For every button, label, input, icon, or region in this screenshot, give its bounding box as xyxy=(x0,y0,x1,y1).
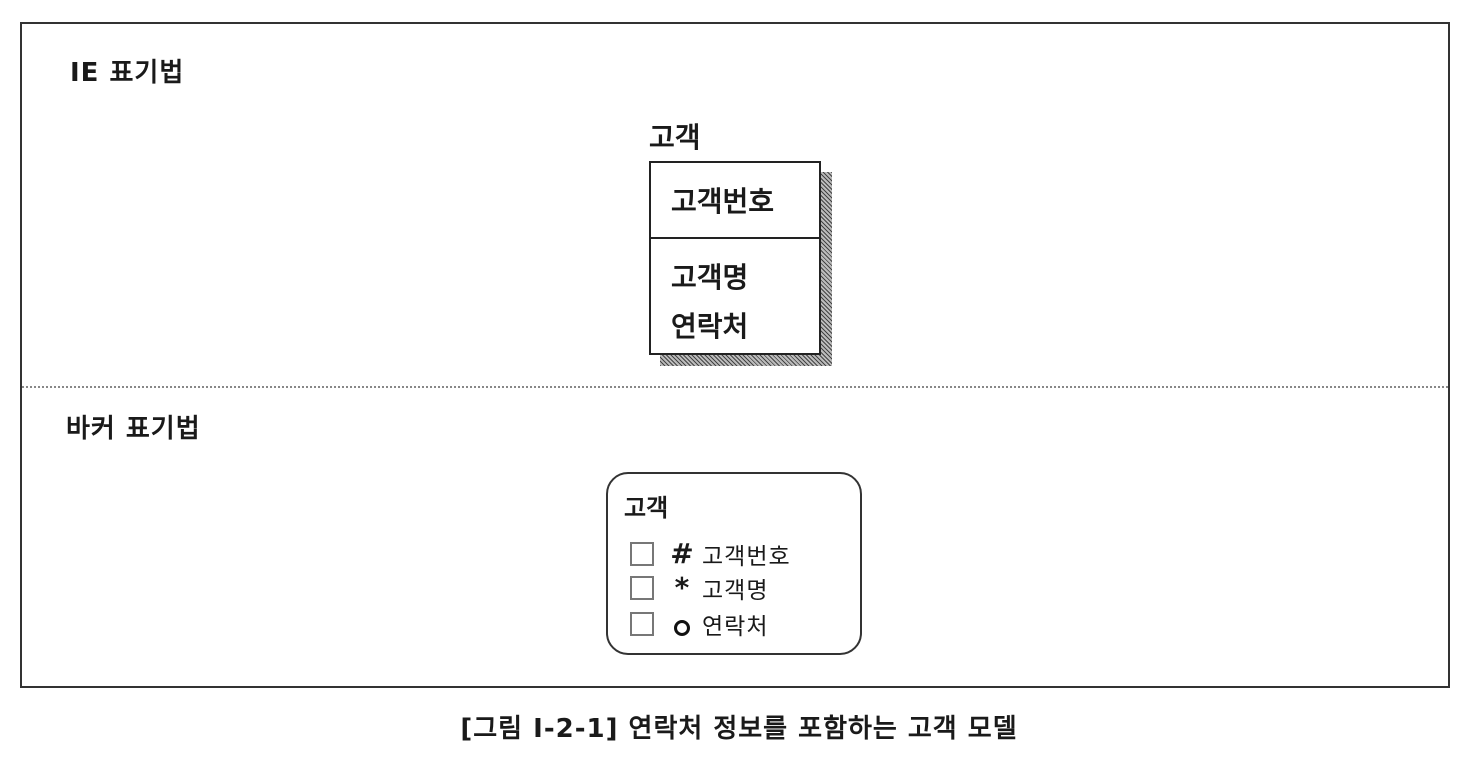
identifier-symbol: # xyxy=(670,537,694,570)
mandatory-symbol: * xyxy=(674,571,690,604)
section-divider xyxy=(22,386,1448,388)
barker-attribute-name: 고객명 xyxy=(702,578,769,604)
barker-entity-box: 고객 # 고객번호 * 고객명 연락처 xyxy=(606,472,862,655)
optional-circle-icon xyxy=(674,620,690,636)
ie-notation-label: IE 표기법 xyxy=(70,58,185,88)
barker-attribute-row: * 고객명 xyxy=(630,571,769,604)
barker-notation-label: 바커 표기법 xyxy=(66,414,201,444)
checkbox-icon xyxy=(630,612,654,636)
figure-caption: [그림 Ⅰ-2-1] 연락처 정보를 포함하는 고객 모델 xyxy=(460,714,1018,744)
barker-attribute-name: 연락처 xyxy=(702,614,769,640)
ie-primary-key: 고객번호 xyxy=(651,163,819,239)
diagram-frame: IE 표기법 고객 고객번호 고객명 연락처 바커 표기법 고객 # 고객번호 … xyxy=(20,22,1450,688)
checkbox-icon xyxy=(630,576,654,600)
ie-attribute: 연락처 xyxy=(671,310,749,343)
ie-attribute-list: 고객명 연락처 xyxy=(651,239,819,351)
ie-entity-name: 고객 xyxy=(649,121,701,154)
checkbox-icon xyxy=(630,542,654,566)
barker-attribute-row: 연락처 xyxy=(630,610,769,640)
barker-entity-name: 고객 xyxy=(624,494,669,522)
ie-attribute: 고객명 xyxy=(671,261,749,294)
ie-entity-box: 고객번호 고객명 연락처 xyxy=(649,161,821,355)
barker-attribute-row: # 고객번호 xyxy=(630,537,791,570)
barker-attribute-name: 고객번호 xyxy=(702,544,791,570)
